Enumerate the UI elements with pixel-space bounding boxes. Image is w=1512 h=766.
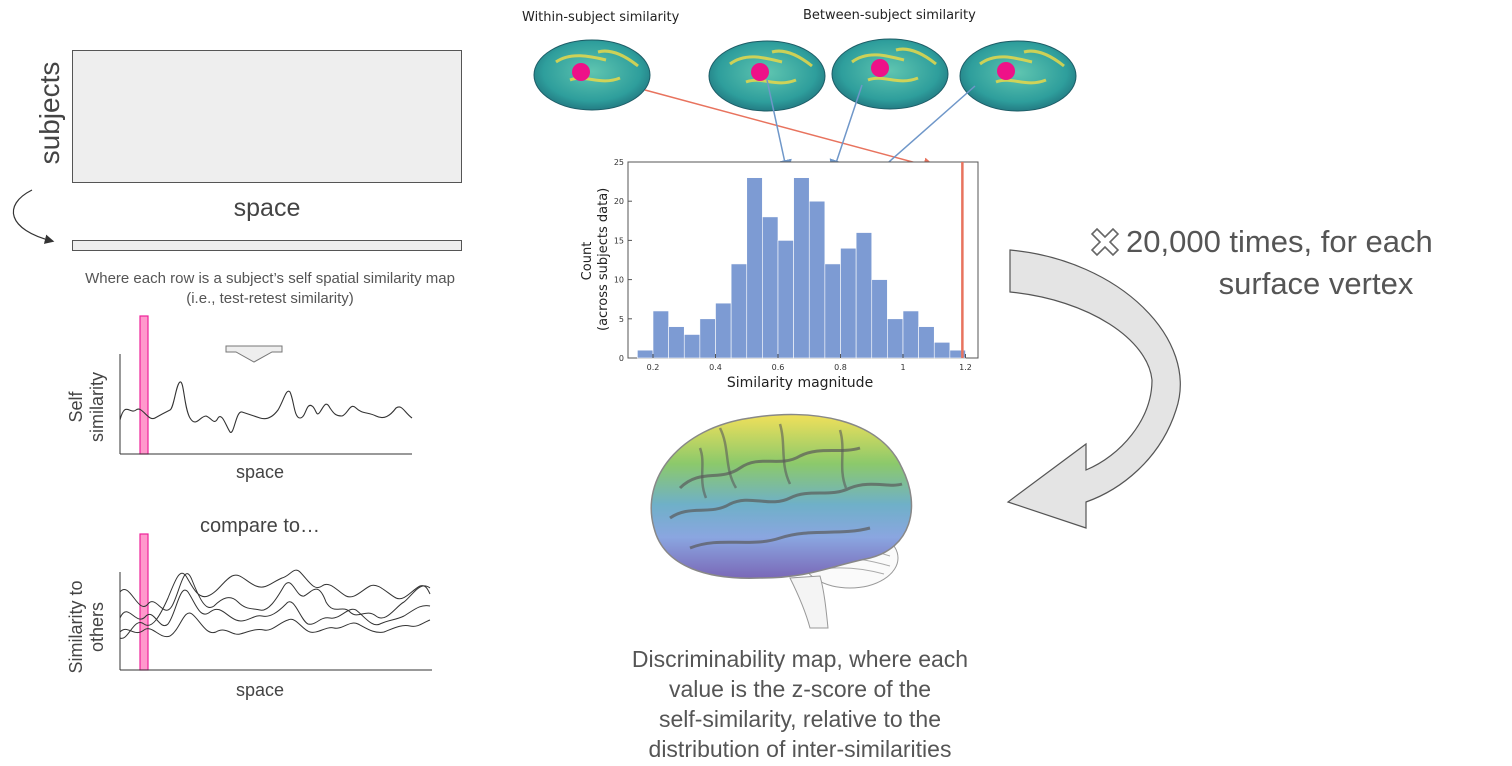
between-arrow-1 xyxy=(766,79,792,175)
caption-line3: self-similarity, relative to the xyxy=(658,706,942,732)
histogram-bar xyxy=(762,216,779,359)
histogram-bar xyxy=(777,240,794,359)
x-tick-label: 0.2 xyxy=(647,363,660,372)
histogram-bar xyxy=(933,342,951,359)
histogram-bar xyxy=(824,263,841,359)
histogram-bar xyxy=(840,247,857,359)
others-line-4 xyxy=(119,569,431,639)
similarity-histogram: 0.2 0.4 0.6 0.8 1 1.2 0 5 10 15 20 25 xyxy=(614,158,979,372)
others-line-2 xyxy=(119,589,431,627)
repeat-text-line1: 20,000 times, for each xyxy=(1126,224,1433,259)
y-tick-label: 25 xyxy=(614,158,624,167)
discriminability-brain xyxy=(650,413,913,629)
x-tick-label: 1 xyxy=(900,363,905,372)
histogram-bar xyxy=(871,279,888,359)
caption-line4: distribution of inter-similarities xyxy=(648,736,952,762)
subjects-by-space-matrix xyxy=(72,50,462,183)
matrix-x-label: space xyxy=(233,194,301,222)
repeat-text-line2: surface vertex xyxy=(1218,266,1414,301)
row-extract-arrow xyxy=(12,189,55,244)
histogram-bar xyxy=(855,232,873,359)
repeat-curved-arrow xyxy=(1006,249,1181,529)
row-caption-line2: (i.e., test-retest similarity) xyxy=(186,290,354,307)
histogram-bar xyxy=(808,200,826,359)
y-tick-label: 0 xyxy=(619,354,624,363)
highlight-bar xyxy=(139,533,149,671)
row-caption-line1: Where each row is a subject’s self spati… xyxy=(85,270,455,287)
histogram-bar xyxy=(746,177,763,359)
caption-line2: value is the z-score of the xyxy=(668,676,932,702)
histogram-x-label: Similarity magnitude xyxy=(726,375,874,391)
brain-between-subject-3 xyxy=(959,40,1077,112)
down-arrow-icon xyxy=(225,345,283,363)
compare-text: compare to… xyxy=(199,515,321,537)
x-tick-label: 0.4 xyxy=(709,363,722,372)
y-tick-label: 15 xyxy=(614,236,624,245)
self-plot-x-label: space xyxy=(235,462,285,482)
others-line-3 xyxy=(119,612,431,638)
others-line-1 xyxy=(119,573,431,619)
histogram-bar xyxy=(902,310,919,359)
histogram-bar xyxy=(699,318,716,359)
histogram-bar xyxy=(668,326,685,359)
brain-between-subject-2 xyxy=(831,38,949,110)
between-arrow-2 xyxy=(829,84,863,175)
x-tick-label: 0.8 xyxy=(834,363,847,372)
histogram-bar xyxy=(637,349,654,359)
brains-and-arrows xyxy=(533,38,1077,186)
brain-within-subject xyxy=(533,39,651,111)
brain-between-subject-1 xyxy=(708,40,826,112)
self-similarity-plot xyxy=(119,315,413,455)
self-similarity-line xyxy=(119,381,413,433)
histogram-bar xyxy=(793,177,810,359)
within-arrow xyxy=(644,89,938,173)
cross-icon xyxy=(1090,227,1120,257)
histogram-y-label: Count (across subjects data) xyxy=(580,187,611,331)
histogram-bar xyxy=(918,326,935,359)
y-tick-label: 20 xyxy=(614,197,624,206)
histogram-bar xyxy=(652,310,669,359)
between-subject-label: Between-subject similarity xyxy=(803,8,976,23)
self-plot-y-label: Self similarity xyxy=(66,372,107,442)
y-tick-label: 10 xyxy=(614,276,624,285)
subject-row-bar xyxy=(72,240,462,251)
histogram-bar xyxy=(683,334,701,359)
within-subject-label: Within-subject similarity xyxy=(522,10,680,25)
highlight-bar xyxy=(139,315,149,455)
y-tick-label: 5 xyxy=(619,315,624,324)
histogram-bar xyxy=(730,263,748,359)
caption-line1: Discriminability map, where each xyxy=(631,646,969,672)
others-plot-y-label: Similarity to others xyxy=(66,580,107,674)
histogram-bar xyxy=(887,318,904,359)
x-tick-label: 1.2 xyxy=(959,363,972,372)
others-plot-x-label: space xyxy=(235,680,285,700)
x-tick-label: 0.6 xyxy=(772,363,785,372)
others-similarity-plot xyxy=(119,533,432,671)
histogram-bar xyxy=(715,302,732,359)
